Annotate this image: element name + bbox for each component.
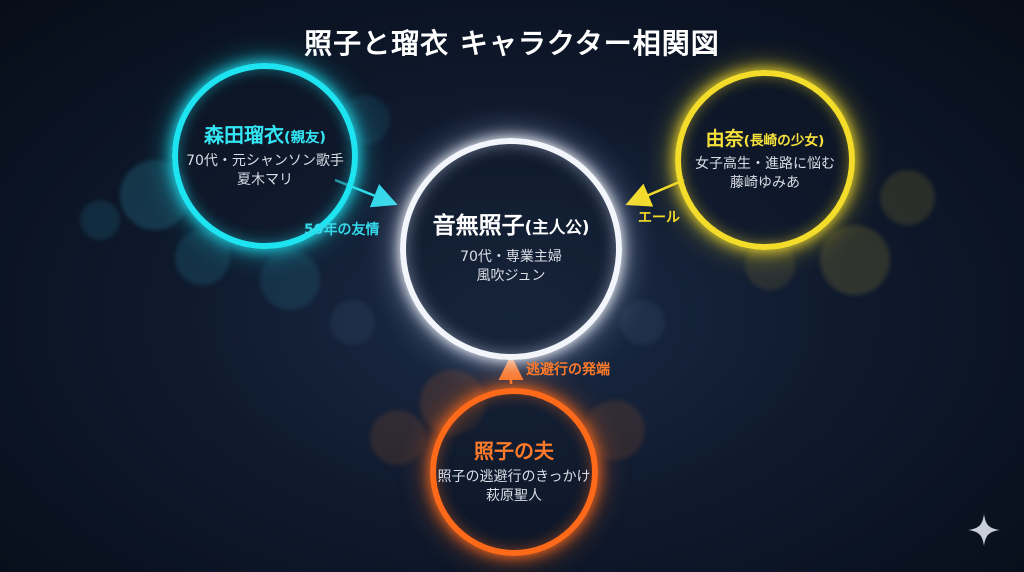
node-yuna-actor: 藤崎ゆみあ bbox=[730, 175, 800, 192]
node-rui-paren: (親友) bbox=[284, 130, 326, 147]
diagram-title: 照子と瑠衣 キャラクター相関図 bbox=[304, 27, 720, 60]
node-rui-actor: 夏木マリ bbox=[237, 172, 293, 188]
node-yuna-name-text: 由奈 bbox=[705, 127, 744, 150]
node-rui-name: 森田瑠衣(親友) bbox=[204, 122, 326, 148]
node-teruko-name: 音無照子(主人公) bbox=[433, 212, 590, 242]
cheer-arrow bbox=[625, 178, 685, 207]
bokeh-light bbox=[260, 250, 320, 310]
bokeh-light bbox=[80, 200, 120, 240]
node-teruko-role: 70代・専業主婦 bbox=[460, 249, 562, 266]
bokeh-light bbox=[880, 170, 935, 225]
node-husband-actor: 萩原聖人 bbox=[486, 488, 542, 504]
node-rui: 森田瑠衣(親友) 70代・元シャンソン歌手 夏木マリ bbox=[172, 63, 358, 249]
node-yuna: 由奈(長崎の少女) 女子高生・進路に悩む 藤崎ゆみあ bbox=[675, 70, 855, 250]
node-yuna-paren: (長崎の少女) bbox=[743, 132, 825, 149]
bokeh-light bbox=[330, 300, 375, 345]
node-teruko-actor: 風吹ジュン bbox=[476, 267, 546, 284]
node-husband-role: 照子の逃避行のきっかけ bbox=[437, 469, 591, 486]
node-husband: 照子の夫 照子の逃避行のきっかけ 萩原聖人 bbox=[430, 388, 598, 556]
cheer-label: エール bbox=[638, 210, 680, 226]
node-teruko-paren: (主人公) bbox=[524, 218, 590, 238]
sparkle-icon bbox=[968, 514, 1000, 546]
node-rui-role: 70代・元シャンソン歌手 bbox=[186, 153, 344, 170]
friendship-label: 50年の友情 bbox=[304, 222, 380, 238]
node-yuna-role: 女子高生・進路に悩む bbox=[695, 156, 835, 173]
bokeh-light bbox=[820, 225, 890, 295]
bokeh-light bbox=[620, 300, 665, 345]
node-husband-name: 照子の夫 bbox=[474, 439, 554, 464]
node-teruko: 音無照子(主人公) 70代・専業主婦 風吹ジュン bbox=[400, 138, 622, 360]
node-rui-name-text: 森田瑠衣 bbox=[204, 123, 285, 148]
node-yuna-name: 由奈(長崎の少女) bbox=[706, 127, 825, 152]
origin-label: 逃避行の発端 bbox=[526, 362, 610, 378]
bokeh-light bbox=[175, 230, 230, 285]
bokeh-light bbox=[370, 410, 425, 465]
node-teruko-name-text: 音無照子 bbox=[432, 213, 525, 240]
